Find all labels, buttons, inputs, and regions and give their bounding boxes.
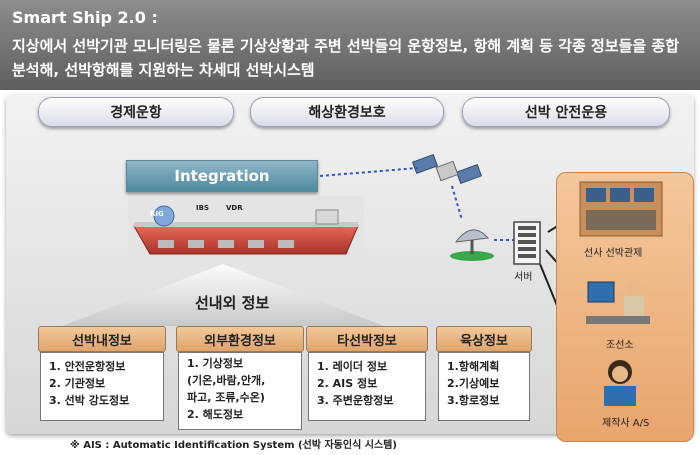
footnote: ※ AIS : Automatic Identification System … xyxy=(70,440,397,451)
category-external-env-item: 2. 해도정보 xyxy=(187,408,244,421)
category-other-ships-header: 타선박정보 xyxy=(306,326,428,352)
integration-box: Integration xyxy=(126,160,318,192)
category-other-ships-item: 2. AIS 정보 xyxy=(317,377,378,390)
operator-ship-control-label: 선사 선박관제 xyxy=(584,248,643,259)
category-other-ships-item: 3. 주변운항정보 xyxy=(317,394,394,407)
manufacturer-support-icon xyxy=(604,360,636,406)
category-other-ships-body: 1. 레이더 정보 2. AIS 정보 3. 주변운항정보 xyxy=(308,352,426,421)
control-center-icon xyxy=(579,181,663,237)
category-shore-item: 3.항로정보 xyxy=(447,394,500,407)
ship-illustration xyxy=(128,196,364,268)
category-shore-item: 2.기상예보 xyxy=(447,377,500,390)
category-external-env-item: (기온,바람,안개, xyxy=(187,374,266,387)
goal-economic-operation: 경제운항 xyxy=(38,97,234,127)
onboard-offboard-info-title: 선내외 정보 xyxy=(195,294,270,312)
category-shore-header: 육상정보 xyxy=(436,326,532,352)
category-other-ships-item: 1. 레이더 정보 xyxy=(317,360,388,373)
category-onboard-header: 선박내정보 xyxy=(38,326,166,352)
goal-marine-environment: 해상환경보호 xyxy=(250,97,444,127)
category-external-env-item: 1. 기상정보 xyxy=(187,357,244,370)
category-onboard-item: 2. 기관정보 xyxy=(49,377,106,390)
ship-tag-ibs: IBS xyxy=(196,204,209,212)
ship-tag-rig: RIG xyxy=(150,210,164,218)
category-external-env-body: 1. 기상정보 (기온,바람,안개, 파고, 조류,수온) 2. 해도정보 xyxy=(178,352,302,430)
shipyard-label: 조선소 xyxy=(606,340,634,351)
ship-tag-vdr: VDR xyxy=(226,204,243,212)
category-external-env-header: 외부환경정보 xyxy=(176,326,304,352)
category-onboard-item: 1. 안전운항정보 xyxy=(49,360,126,373)
category-shore-item: 1.항해계획 xyxy=(447,360,500,373)
upward-arrow xyxy=(62,264,384,326)
category-onboard-body: 1. 안전운항정보 2. 기관정보 3. 선박 강도정보 xyxy=(40,352,164,421)
category-onboard-item: 3. 선박 강도정보 xyxy=(49,394,130,407)
server-label: 서버 xyxy=(514,272,533,283)
satellite-icon xyxy=(412,153,482,185)
goal-safe-operation: 선박 안전운용 xyxy=(462,97,670,127)
category-shore-body: 1.항해계획 2.기상예보 3.항로정보 xyxy=(438,352,530,421)
antenna-dish-icon xyxy=(450,229,494,261)
shipyard-operator-icon xyxy=(586,280,650,324)
header-title: Smart Ship 2.0 : xyxy=(12,8,158,27)
header-description: 지상에서 선박기관 모니터링은 물론 기상상황과 주변 선박들의 운항정보, 항… xyxy=(12,37,679,79)
server-icon xyxy=(513,221,541,265)
category-external-env-item: 파고, 조류,수온) xyxy=(187,391,265,404)
header-band: Smart Ship 2.0 : 지상에서 선박기관 모니터링은 물론 기상상황… xyxy=(0,0,700,90)
manufacturer-as-label: 제작사 A/S xyxy=(602,418,650,429)
